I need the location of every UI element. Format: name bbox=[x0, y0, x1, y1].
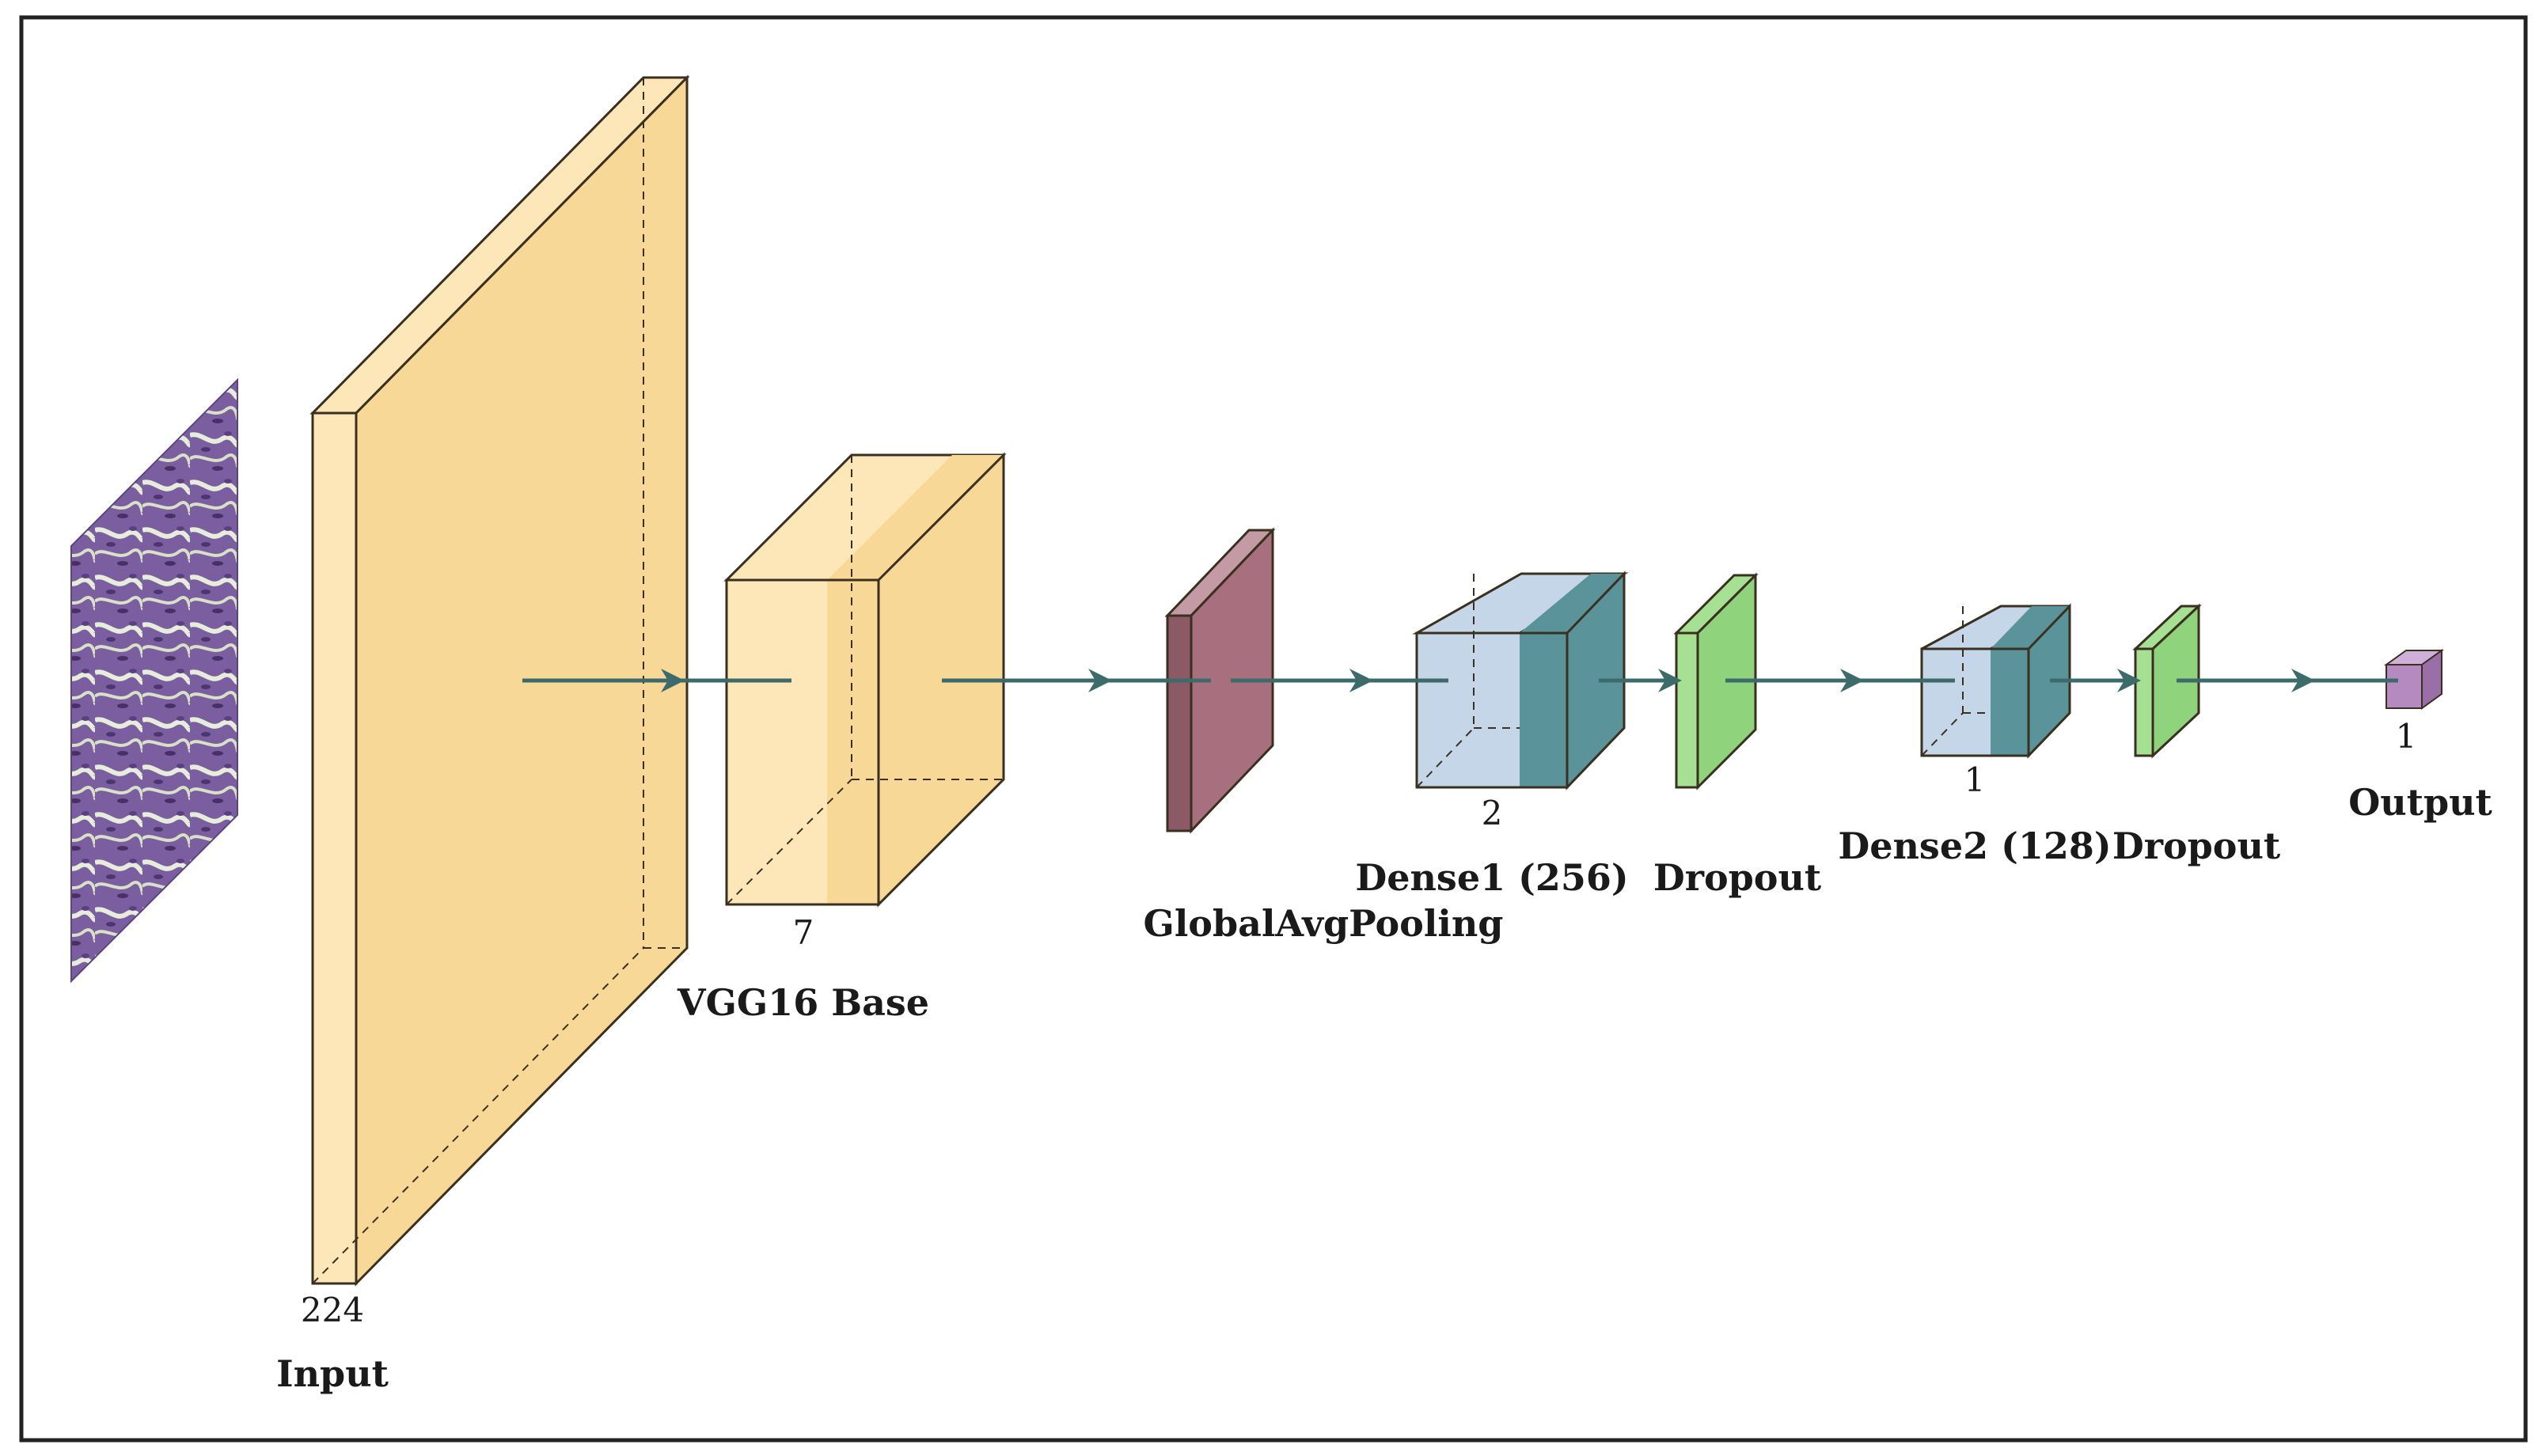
input-dim-label: 224 bbox=[301, 1291, 364, 1329]
dense1-layer-block bbox=[1412, 571, 1629, 791]
gap-label: GlobalAvgPooling bbox=[1144, 902, 1504, 945]
vgg16-dim-label: 7 bbox=[793, 913, 814, 952]
dropout2-label: Dropout bbox=[2112, 825, 2281, 867]
input-label: Input bbox=[276, 1352, 389, 1395]
dense1-dim-label: 2 bbox=[1482, 794, 1503, 832]
output-dim-label: 1 bbox=[2396, 717, 2417, 756]
dense2-dim-label: 1 bbox=[1964, 760, 1986, 799]
output-label: Output bbox=[2348, 781, 2492, 824]
dense1-label: Dense1 (256) bbox=[1355, 856, 1628, 899]
input-image bbox=[70, 377, 238, 984]
vgg16-layer-block bbox=[723, 452, 1007, 908]
dropout1-label: Dropout bbox=[1653, 856, 1822, 899]
vgg16-label: VGG16 Base bbox=[677, 981, 929, 1024]
input-layer-block bbox=[309, 74, 690, 1287]
dense2-label: Dense2 (128) bbox=[1838, 825, 2111, 867]
dense2-layer-block bbox=[1920, 603, 2071, 759]
histology-tissue-image bbox=[71, 380, 237, 981]
output-layer-block bbox=[2383, 649, 2445, 710]
